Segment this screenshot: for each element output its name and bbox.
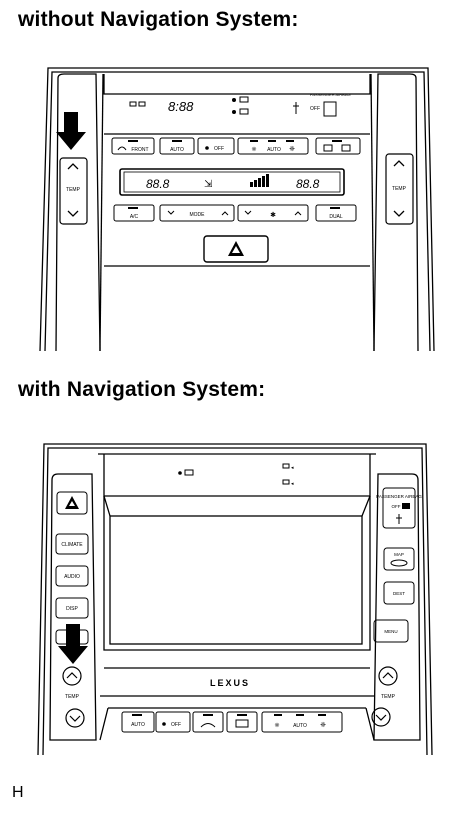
fan-auto-label: AUTO <box>267 147 281 153</box>
menu-button[interactable] <box>373 619 409 643</box>
fan-level-bars <box>266 174 269 187</box>
disp-label: DISP <box>66 606 78 612</box>
seat-person-icon <box>293 102 299 114</box>
seat-person-icon <box>396 514 402 524</box>
indicator-icon: ◂ <box>291 481 294 487</box>
front-defrost-button[interactable] <box>192 711 224 733</box>
rear-defog-icon <box>235 719 249 728</box>
chevron-down-icon <box>244 210 252 215</box>
temp-label-left: TEMP <box>65 694 80 700</box>
fan-speed-button[interactable] <box>237 137 309 155</box>
disp-button[interactable] <box>55 597 89 619</box>
temp-control-left[interactable] <box>59 157 88 225</box>
fan-high-icon: ❈ <box>320 721 326 729</box>
fan-low-icon: ❈ <box>251 146 256 153</box>
temp-up-button-left[interactable] <box>62 666 82 686</box>
map-button[interactable] <box>383 547 415 571</box>
audio-label: AUDIO <box>64 574 80 580</box>
climate-label: CLIMATE <box>61 542 83 548</box>
front-defrost-label: FRONT <box>131 147 148 153</box>
rear-defog-button[interactable] <box>315 137 361 155</box>
passenger-airbag-label: PASSENGER AIRBAG <box>376 494 422 499</box>
dual-label: DUAL <box>329 214 343 220</box>
clock-display: 8:88 <box>168 99 194 114</box>
hazard-button[interactable] <box>56 491 88 515</box>
panel-with-navigation: ◂ ◂ CLIMATE AUDIO DISP TEMP PASSENGER AI… <box>0 440 474 760</box>
audio-button[interactable] <box>55 565 89 587</box>
mode-label: MODE <box>190 212 206 218</box>
airbag-off-label: OFF <box>392 504 401 509</box>
dual-button[interactable] <box>315 204 357 222</box>
temp-control-right[interactable] <box>385 153 414 225</box>
panel-without-navigation: 8:88 PASSENGER AIRBAG OFF TEMP TEMP FRON… <box>0 66 474 356</box>
ac-label: A/C <box>130 214 139 220</box>
passenger-airbag-indicator <box>382 487 416 529</box>
climate-display: 88.8 ⇲ 88.8 <box>119 168 345 196</box>
passenger-airbag-label: PASSENGER AIRBAG <box>310 92 351 97</box>
dest-label: DEST <box>393 591 405 596</box>
off-label: OFF <box>171 722 181 728</box>
auto-label: AUTO <box>170 147 184 153</box>
chevron-down-icon <box>375 714 387 721</box>
auto-button[interactable] <box>121 711 155 733</box>
brand-logo-text: LEXUS <box>210 678 250 688</box>
chevron-down-icon <box>167 210 175 215</box>
auto-button[interactable] <box>159 137 195 155</box>
climate-button[interactable] <box>55 533 89 555</box>
chevron-up-icon <box>294 211 302 216</box>
temp-label-right: TEMP <box>392 186 407 192</box>
indicator-icon: ◂ <box>291 465 294 471</box>
fan-high-icon: ❈ <box>289 145 295 153</box>
off-label: OFF <box>214 146 224 152</box>
airbag-off-label: OFF <box>310 106 320 112</box>
black-arrow-down-icon <box>58 624 88 664</box>
chevron-up-icon[interactable] <box>67 163 79 170</box>
auto-label: AUTO <box>131 722 145 728</box>
temp-label-right: TEMP <box>381 694 396 700</box>
menu-label: MENU <box>384 629 397 634</box>
temp-down-button-left[interactable] <box>65 708 85 728</box>
chevron-up-icon <box>221 211 229 216</box>
heading-with-navigation: with Navigation System: <box>18 378 266 401</box>
front-defrost-button[interactable] <box>111 137 155 155</box>
chevron-up-icon[interactable] <box>393 160 405 167</box>
temp-label-left: TEMP <box>66 187 81 193</box>
temp-display-right: 88.8 <box>296 177 320 191</box>
off-button[interactable] <box>197 137 235 155</box>
mirror-heater-icon <box>341 144 351 152</box>
fan-icon: ✱ <box>270 211 276 219</box>
rear-defog-button[interactable] <box>226 711 258 733</box>
temp-display-left: 88.8 <box>146 177 170 191</box>
voice-icon <box>390 559 408 567</box>
chevron-down-icon <box>69 715 81 722</box>
fan-speed-button[interactable] <box>261 711 343 733</box>
figure-reference-letter: H <box>12 784 24 801</box>
dest-button[interactable] <box>383 581 415 605</box>
chevron-down-icon[interactable] <box>67 210 79 217</box>
chevron-up-icon <box>382 672 394 679</box>
hazard-button[interactable] <box>203 235 269 263</box>
front-defrost-icon <box>200 723 216 728</box>
mode-button[interactable] <box>159 204 235 222</box>
fan-low-icon: ❈ <box>274 722 279 729</box>
airflow-icon: ⇲ <box>204 179 213 190</box>
fan-button[interactable] <box>237 204 309 222</box>
heading-without-navigation: without Navigation System: <box>18 8 299 31</box>
map-label: MAP <box>394 552 404 557</box>
ac-button[interactable] <box>113 204 155 222</box>
top-status-display: 8:88 PASSENGER AIRBAG OFF <box>129 92 351 117</box>
temp-down-button-right[interactable] <box>371 707 391 727</box>
off-button[interactable] <box>155 711 191 733</box>
chevron-up-icon <box>66 672 78 679</box>
temp-up-button-right[interactable] <box>378 666 398 686</box>
rear-defog-icon <box>323 144 333 152</box>
fan-auto-label: AUTO <box>293 723 307 729</box>
chevron-down-icon[interactable] <box>393 210 405 217</box>
black-arrow-down-icon <box>56 112 86 150</box>
